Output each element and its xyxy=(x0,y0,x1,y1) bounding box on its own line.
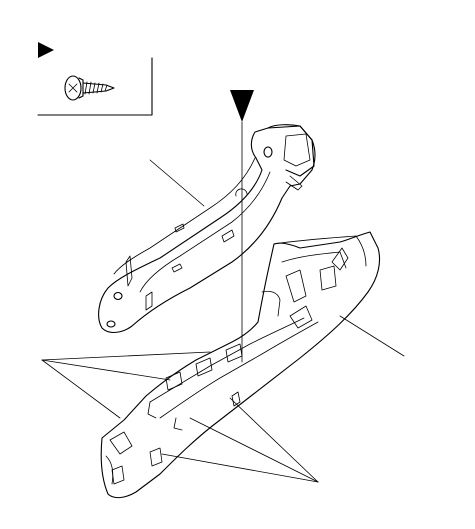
bottom-clips-leaders xyxy=(161,397,319,483)
legend-box-border xyxy=(37,57,153,116)
screw-icon xyxy=(64,75,115,101)
upper-panel-leader xyxy=(149,159,205,207)
alignment-hook xyxy=(235,188,248,197)
lower-panel-leader xyxy=(339,315,405,357)
lower-trim-panel xyxy=(100,231,381,499)
screw-legend xyxy=(37,42,153,116)
left-clips-leaders xyxy=(41,351,211,419)
callout-triangle-icon xyxy=(230,90,254,122)
upper-trim-panel xyxy=(98,124,316,334)
alignment-callout xyxy=(230,90,254,363)
legend-triangle-icon xyxy=(38,42,54,58)
